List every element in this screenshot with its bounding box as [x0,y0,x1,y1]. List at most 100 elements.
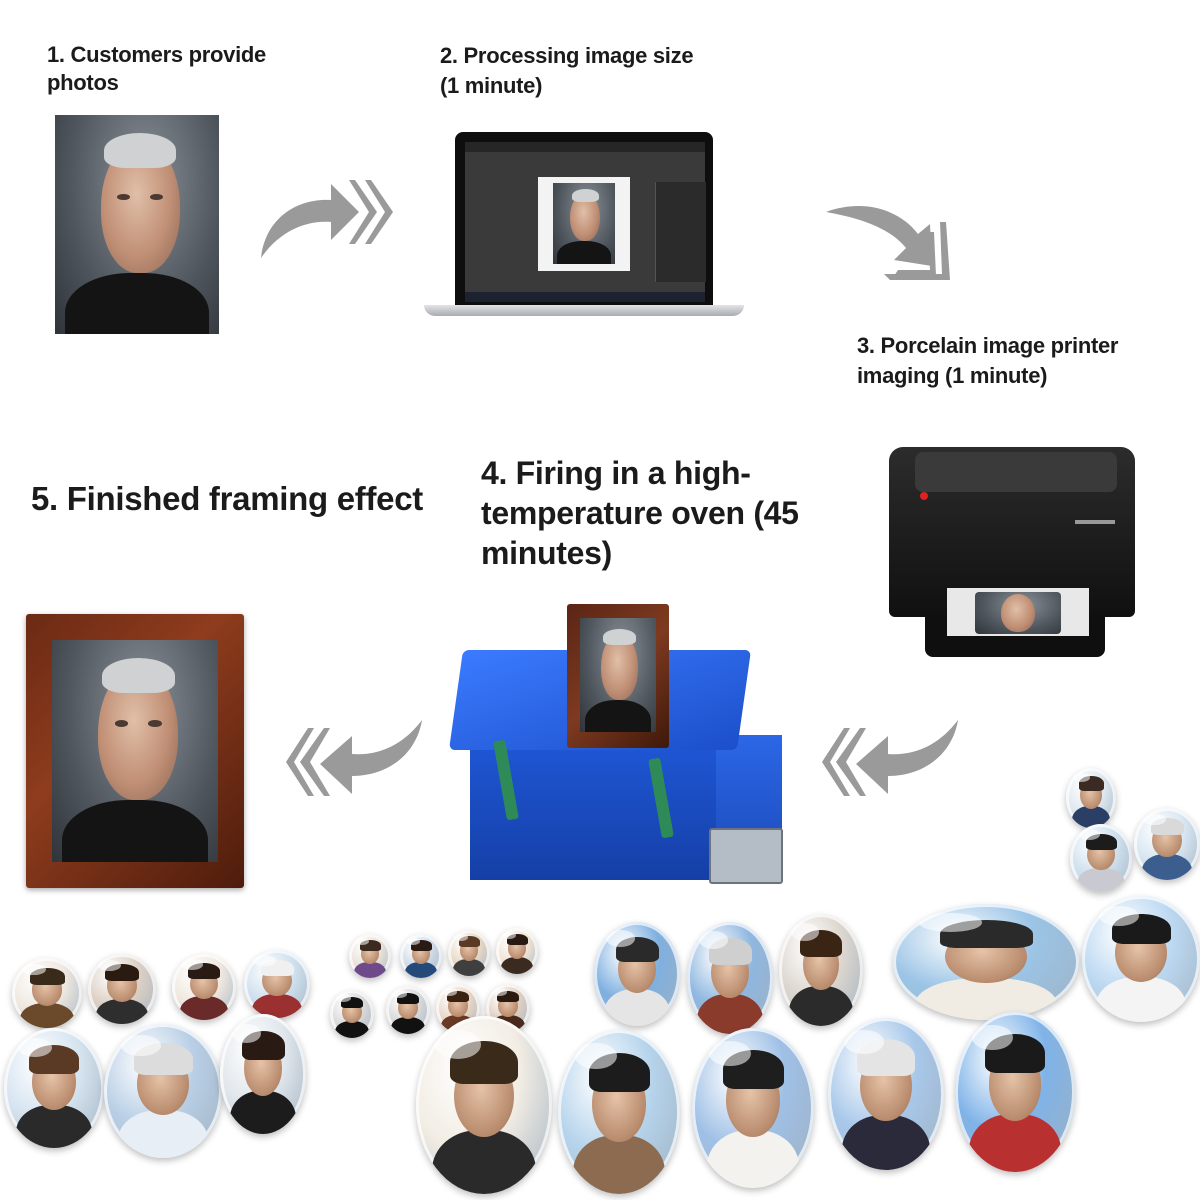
printer-brand-mark [1075,520,1115,524]
medallion-figure-body [405,962,437,978]
medallion-figure-body [1096,976,1186,1022]
step-4-line-3: minutes) [481,535,612,571]
medallion-hair [1150,818,1184,836]
step-4-label: 4. Firing in a high- temperature oven (4… [481,453,841,573]
porcelain-medallion [1082,896,1200,1022]
medallion-hair [985,1034,1045,1073]
porcelain-medallion [893,904,1079,1020]
medallion-hair [497,990,519,1003]
medallion-figure-body [335,1020,369,1038]
medallion-figure-body [789,985,853,1026]
step-1-line-1: 1. Customers provide [47,42,266,67]
arrow-step1-to-step2 [255,170,395,262]
medallion-figure-body [969,1114,1061,1172]
medallion-figure-body [230,1090,296,1134]
medallion-hair [800,929,842,957]
medallion-hair [447,990,469,1003]
porcelain-medallion [1066,768,1116,828]
framed-portrait-photo [52,640,218,862]
arrow-step2-to-step3 [824,196,956,282]
medallion-figure-body [16,1104,92,1148]
porcelain-medallion [1134,808,1200,880]
arrow-step3-to-step4 [822,716,962,802]
medallion-hair [939,920,1033,949]
porcelain-medallion [330,990,374,1038]
photo-eye-left [117,193,131,201]
medallion-figure-body [697,993,763,1034]
medallion-hair [857,1039,915,1076]
printer-power-led [920,492,928,500]
step-2-line-2: (1 minute) [440,73,543,98]
medallion-hair [260,959,294,976]
porcelain-medallion [12,958,82,1028]
porcelain-medallion [4,1028,104,1148]
oven-frame-photo [580,618,656,732]
porcelain-medallion [692,1028,814,1188]
medallion-figure-body [118,1109,208,1158]
porcelain-medallion [828,1018,944,1170]
step-2-label: 2. Processing image size (1 minute) [440,41,760,101]
medallion-figure-body [432,1129,536,1194]
medallion-figure-body [915,978,1057,1020]
medallion-hair [1085,833,1117,850]
step-4-line-1: 4. Firing in a high- [481,455,751,491]
photo-sweater [64,272,210,334]
medallion-figure-body [20,1002,74,1028]
customer-photo [55,115,219,334]
medallion-hair [450,1040,518,1084]
porcelain-medallion [349,934,391,978]
laptop-base [424,305,744,316]
medallion-figure-body [501,957,533,974]
medallion-figure-body [1141,854,1193,880]
porcelain-medallion [88,954,156,1024]
photo-hair [104,132,177,168]
photo-eye-right [150,193,164,201]
medallion-hair [29,1044,79,1074]
medallion-hair [458,936,480,948]
medallion-hair [506,934,528,946]
laptop-taskbar [465,292,705,302]
step-2-line-1: 2. Processing image size [440,43,694,68]
arrow-step4-to-step5 [286,716,426,802]
medallion-hair [241,1030,285,1060]
medallion-figure-body [1077,867,1125,892]
porcelain-medallion [779,914,863,1026]
editor-toolbar [465,142,705,152]
porcelain-medallion [104,1024,222,1158]
porcelain-medallion [594,922,680,1026]
medallion-figure-body [96,998,148,1024]
medallion-figure-body [453,959,485,976]
step-3-line-1: 3. Porcelain image printer [857,333,1119,358]
medallion-hair [341,996,363,1009]
medallion-hair [722,1050,784,1089]
porcelain-medallion [220,1014,306,1134]
medallion-figure-body [1072,806,1110,828]
medallion-figure-body [572,1134,666,1194]
porcelain-medallion [386,986,430,1034]
step-3-label: 3. Porcelain image printer imaging (1 mi… [857,331,1177,391]
step-3-line-2: imaging (1 minute) [857,363,1048,388]
porcelain-medallion [496,928,538,974]
decal-face [1000,593,1036,633]
medallion-hair [1078,776,1104,791]
step-1-line-2: photos [47,70,119,95]
medallion-hair [397,992,419,1005]
oven-control-panel [709,828,783,884]
step-5-line-1: 5. Finished framing effect [31,480,423,517]
porcelain-medallion [244,950,310,1018]
porcelain-medallion [558,1030,680,1194]
medallion-figure-body [179,996,229,1020]
printer-top-cover [915,452,1117,492]
framed-photo-sweater [61,799,209,862]
oven-photo-hair [602,629,637,646]
medallion-hair [708,937,752,965]
porcelain-medallion [172,954,236,1020]
porcelain-medallion [687,922,773,1034]
framed-photo-hair [101,657,175,694]
medallion-hair [1111,913,1171,944]
step-4-line-2: temperature oven (45 [481,495,799,531]
printed-decal-photo [975,592,1061,634]
medallion-hair [133,1042,193,1075]
porcelain-medallion [1070,824,1132,892]
step-1-label: 1. Customers provide photos [47,41,307,97]
